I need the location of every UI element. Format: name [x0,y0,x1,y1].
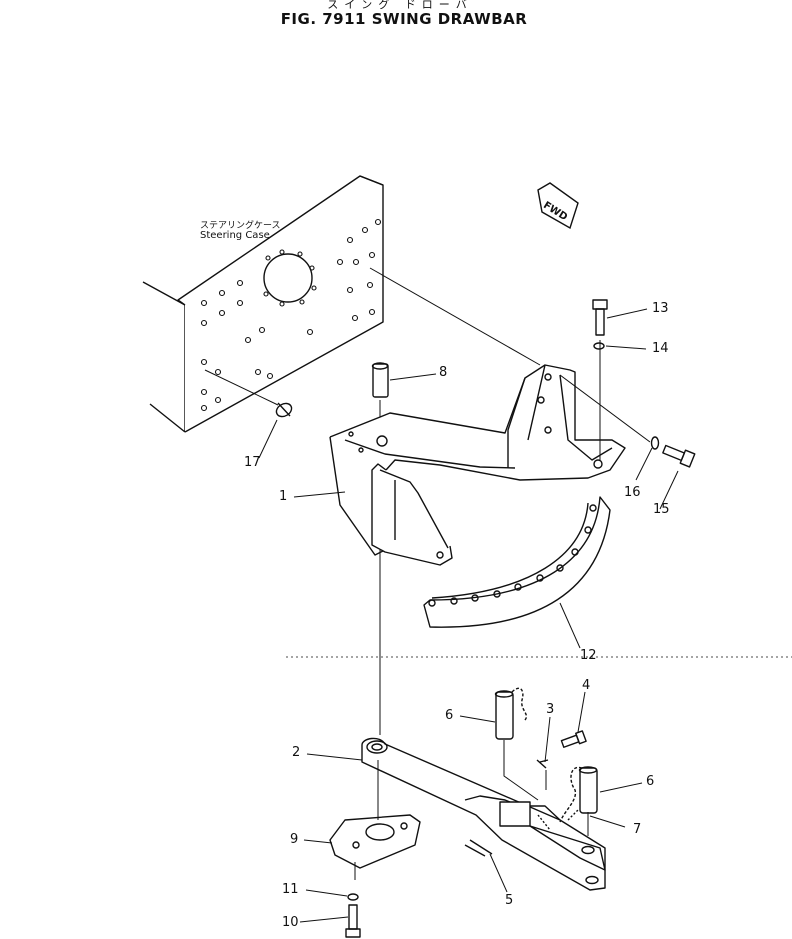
callout-13: 13 [652,301,669,316]
part-7-chain [537,809,579,831]
callout-15: 15 [653,502,670,517]
part-13-bolt [592,299,608,336]
japanese-title: スイング ドローバ [327,0,473,11]
callout-11: 11 [282,882,299,897]
part-5-cotter [464,839,493,857]
figure-title: FIG. 7911 SWING DRAWBAR [280,10,528,28]
callout-6-upper: 6 [445,708,454,723]
part-6-pin-upper [494,687,539,801]
part-1-bracket [329,364,626,566]
callout-17: 17 [244,455,261,470]
part-16-washer [650,436,660,450]
callout-4: 4 [582,678,591,693]
callout-8: 8 [439,365,448,380]
steering-case [142,175,384,433]
part-14-washer [593,342,605,350]
callout-5: 5 [505,893,514,908]
callout-16: 16 [624,485,641,500]
callout-3: 3 [546,702,555,717]
steering-case-label-jp: ステアリングケース [200,221,281,231]
callout-7: 7 [633,822,642,837]
part-17-plug [275,402,293,418]
callout-10: 10 [282,915,299,930]
part-3-pin [536,759,549,769]
part-6-pin-lower [559,766,598,836]
part-15-bolt [662,444,696,468]
callout-9: 9 [290,832,299,847]
forward-arrow-icon [537,182,579,230]
part-12-rack [423,496,611,628]
steering-case-label-en: Steering Case [200,230,270,241]
callout-6-lower: 6 [646,774,655,789]
part-9-plate [329,760,421,880]
part-10-bolt [345,904,361,938]
callout-12: 12 [580,648,597,663]
part-11-washer [347,893,359,901]
callout-1: 1 [279,489,288,504]
callout-14: 14 [652,341,669,356]
part-4-bolt [560,730,587,748]
part-2-drawbar [361,737,606,891]
callout-2: 2 [292,745,301,760]
